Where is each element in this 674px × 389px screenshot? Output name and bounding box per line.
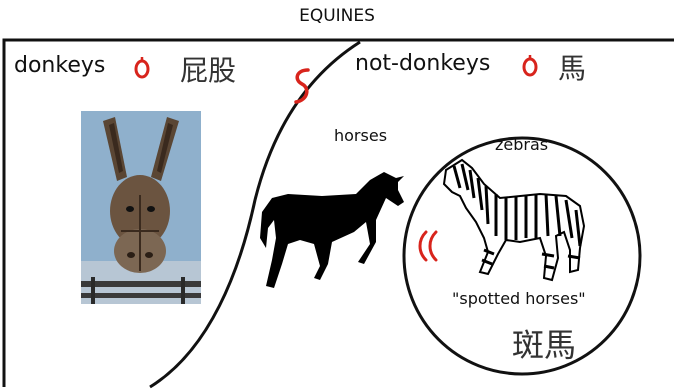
kanji-horse: 馬 — [558, 47, 586, 87]
kanji-zebra: 斑馬 — [512, 320, 576, 366]
donkeys-text: donkeys — [14, 53, 105, 78]
label-donkeys: donkeys — [14, 53, 105, 78]
zebra-drawing — [440, 158, 592, 286]
kanji-donkey: 屁股 — [180, 49, 236, 89]
donkey-photo — [81, 111, 201, 304]
not-donkeys-text: not-donkeys — [355, 51, 490, 76]
double-stroke-glyph-icon — [416, 228, 440, 264]
horse-silhouette — [258, 168, 410, 294]
label-zebras: zebras — [495, 135, 548, 154]
diagram-title: EQUINES — [0, 6, 674, 26]
s-curve-glyph-icon — [290, 66, 314, 106]
donkey-glyph-icon — [133, 55, 151, 79]
label-horses: horses — [334, 126, 387, 145]
label-not-donkeys: not-donkeys — [355, 51, 490, 76]
horse-glyph-icon — [521, 53, 539, 77]
label-spotted-horses: "spotted horses" — [452, 289, 586, 308]
